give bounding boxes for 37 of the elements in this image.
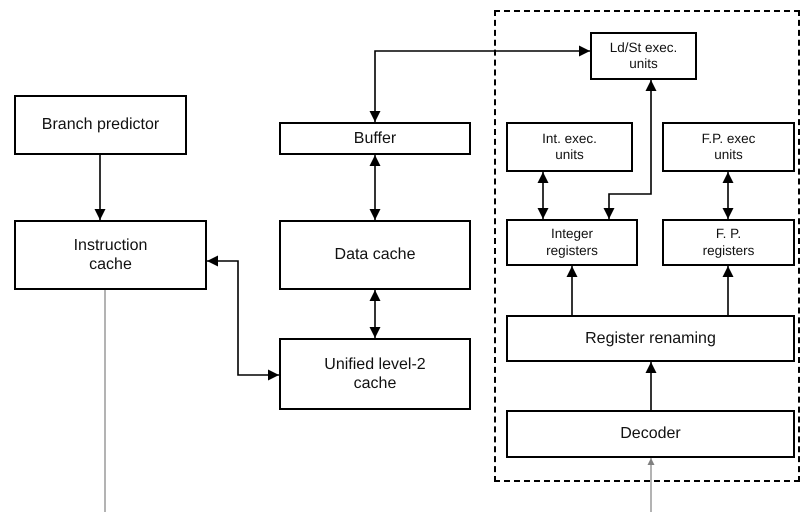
process-box [506, 122, 633, 172]
box-label: Unified level-2 cache [323, 354, 427, 394]
box-label: F.P. exec units [700, 130, 756, 164]
arrow [645, 362, 657, 410]
arrow [647, 458, 655, 512]
box-label: F. P. registers [702, 226, 756, 259]
arrow [603, 80, 657, 219]
process-box [14, 220, 207, 290]
process-box [14, 95, 187, 155]
box-label: Decoder [620, 424, 681, 444]
arrow [537, 172, 549, 219]
process-box [279, 122, 471, 155]
arrow [722, 266, 734, 315]
process-box [506, 219, 638, 266]
box-label: Register renaming [585, 328, 716, 348]
arrow [722, 172, 734, 219]
process-box [279, 220, 471, 290]
box-label: Integer registers [545, 226, 599, 259]
process-box [506, 315, 795, 362]
arrow [207, 255, 279, 381]
arrow [369, 290, 381, 338]
box-label: Instruction cache [72, 236, 148, 274]
arrow [566, 266, 578, 315]
process-box [590, 32, 697, 80]
box-label: Int. exec. units [541, 130, 598, 164]
dashed-frame [494, 10, 800, 482]
process-box [662, 122, 795, 172]
box-label: Ld/St exec. units [608, 40, 678, 72]
process-box [506, 410, 795, 458]
arrow [369, 45, 590, 122]
box-label: Branch predictor [42, 115, 160, 135]
arrow [369, 155, 381, 220]
arrow [94, 155, 106, 220]
box-label: Data cache [334, 245, 416, 265]
box-label: Buffer [354, 128, 396, 148]
process-box [279, 338, 471, 410]
process-box [662, 219, 795, 266]
